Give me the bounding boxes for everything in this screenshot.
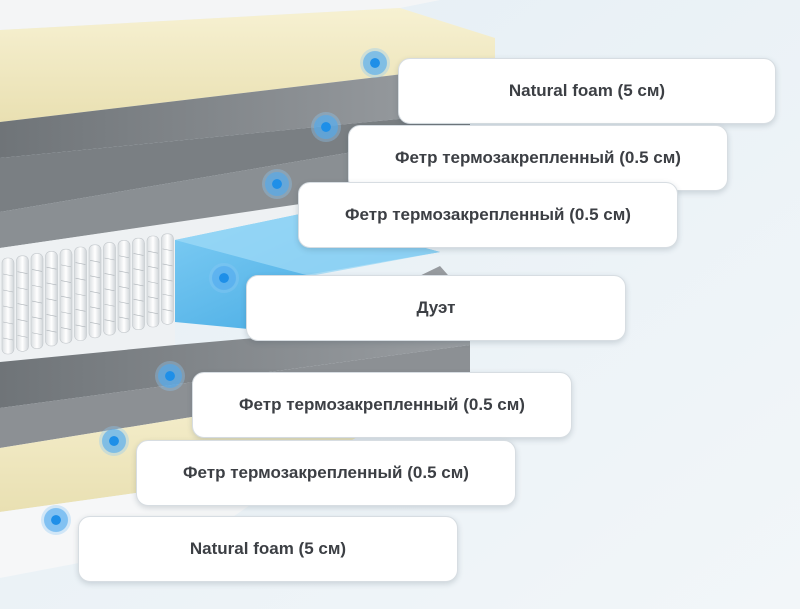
spring-coil bbox=[117, 240, 131, 333]
spring-coil-turn bbox=[75, 293, 86, 297]
spring-coil-turn bbox=[17, 319, 28, 322]
spring-coil-turn bbox=[118, 270, 130, 274]
spring-coil bbox=[161, 233, 174, 325]
spring-coil-turn bbox=[162, 293, 173, 297]
spring-coil bbox=[146, 235, 160, 328]
spring-coil-turn bbox=[162, 278, 173, 282]
marker-dot bbox=[209, 263, 239, 293]
spring-coil-turn bbox=[89, 275, 101, 279]
spring-coil-turn bbox=[31, 316, 43, 320]
spring-coil-turn bbox=[2, 321, 14, 325]
spring-coil-turn bbox=[46, 266, 57, 270]
spring-coil-turn bbox=[31, 332, 43, 336]
spring-coil-turn bbox=[89, 322, 101, 325]
spring-coil-turn bbox=[2, 305, 14, 309]
spring-coil bbox=[1, 257, 15, 355]
spring-coil-turn bbox=[89, 306, 101, 310]
spring-coil-turn bbox=[17, 271, 28, 275]
spring-coil-turn bbox=[147, 281, 159, 284]
spring-coil-turn bbox=[104, 288, 115, 292]
spring-coil-turn bbox=[31, 284, 43, 288]
layer-label-top-felt-1: Фетр термозакрепленный (0.5 см) bbox=[348, 125, 728, 191]
spring-coil-turn bbox=[46, 298, 57, 301]
spring-coil-turn bbox=[17, 287, 28, 290]
spring-coil-turn bbox=[75, 262, 86, 265]
layer-label-bottom-foam: Natural foam (5 см) bbox=[78, 516, 458, 582]
marker-dot bbox=[360, 48, 390, 78]
spring-coil-turn bbox=[60, 280, 72, 283]
marker-dot bbox=[41, 505, 71, 535]
layer-label-top-felt-2: Фетр термозакрепленный (0.5 см) bbox=[298, 182, 678, 248]
spring-coil bbox=[132, 237, 145, 330]
spring-coil-turn bbox=[162, 248, 173, 252]
spring-coil-turn bbox=[147, 296, 159, 299]
spring-coil-turn bbox=[46, 314, 57, 317]
spring-coil-turn bbox=[60, 311, 72, 315]
spring-coil-turn bbox=[147, 311, 159, 315]
layer-label-top-foam: Natural foam (5 см) bbox=[398, 58, 776, 124]
spring-coil-turn bbox=[75, 324, 86, 328]
layer-label-duet: Дуэт bbox=[246, 275, 626, 341]
layer-label-bottom-felt-2: Фетр термозакрепленный (0.5 см) bbox=[136, 440, 516, 506]
spring-coil-turn bbox=[133, 283, 144, 287]
spring-coil-turn bbox=[17, 303, 28, 306]
spring-coil-turn bbox=[46, 282, 57, 286]
top-cover-layer bbox=[0, 0, 440, 30]
spring-coil-turn bbox=[75, 277, 86, 281]
spring-coil-turn bbox=[75, 309, 86, 312]
spring-coil bbox=[59, 248, 73, 344]
spring-coil-turn bbox=[147, 250, 159, 254]
spring-coil-turn bbox=[118, 255, 130, 259]
spring-coil-turn bbox=[17, 335, 28, 338]
spring-coil-turn bbox=[162, 308, 173, 312]
spring-unit bbox=[0, 204, 300, 362]
spring-coil bbox=[16, 255, 29, 352]
spring-coil-turn bbox=[31, 300, 43, 304]
top-felt-layer-1 bbox=[0, 72, 470, 158]
spring-coil-turn bbox=[31, 269, 43, 272]
layer-label-bottom-felt-1: Фетр термозакрепленный (0.5 см) bbox=[192, 372, 572, 438]
marker-dot bbox=[262, 169, 292, 199]
spring-coil-turn bbox=[104, 303, 115, 307]
spring-coil-turn bbox=[2, 289, 14, 293]
spring-coil bbox=[74, 246, 87, 341]
spring-coil-turn bbox=[104, 257, 115, 261]
spring-coil-turn bbox=[46, 329, 57, 333]
spring-coil-turn bbox=[89, 291, 101, 294]
marker-dot bbox=[155, 361, 185, 391]
marker-dot bbox=[99, 426, 129, 456]
spring-coil bbox=[45, 251, 58, 347]
spring-coil-turn bbox=[133, 314, 144, 317]
spring-coil bbox=[88, 244, 102, 339]
spring-coil-turn bbox=[118, 301, 130, 305]
spring-coil-turn bbox=[118, 286, 130, 289]
spring-coil-turn bbox=[104, 273, 115, 276]
spring-coil-turn bbox=[2, 337, 14, 341]
spring-coil-turn bbox=[118, 316, 130, 320]
spring-coil-turn bbox=[60, 295, 72, 299]
spring-coil-turn bbox=[2, 273, 14, 277]
spring-coil-turn bbox=[60, 327, 72, 330]
spring-coil-turn bbox=[133, 253, 144, 256]
bottom-felt-layer-1 bbox=[0, 266, 470, 408]
spring-coil-turn bbox=[162, 263, 173, 267]
top-foam-layer bbox=[0, 8, 495, 122]
spring-coil-turn bbox=[133, 298, 144, 302]
marker-dot bbox=[311, 112, 341, 142]
spring-coil-turn bbox=[89, 260, 101, 263]
spring-coil bbox=[30, 253, 44, 349]
spring-coil-turn bbox=[60, 264, 72, 268]
spring-coil-turn bbox=[133, 268, 144, 271]
spring-coil bbox=[103, 242, 116, 336]
spring-coil-turn bbox=[147, 266, 159, 269]
spring-coil-turn bbox=[104, 319, 115, 322]
